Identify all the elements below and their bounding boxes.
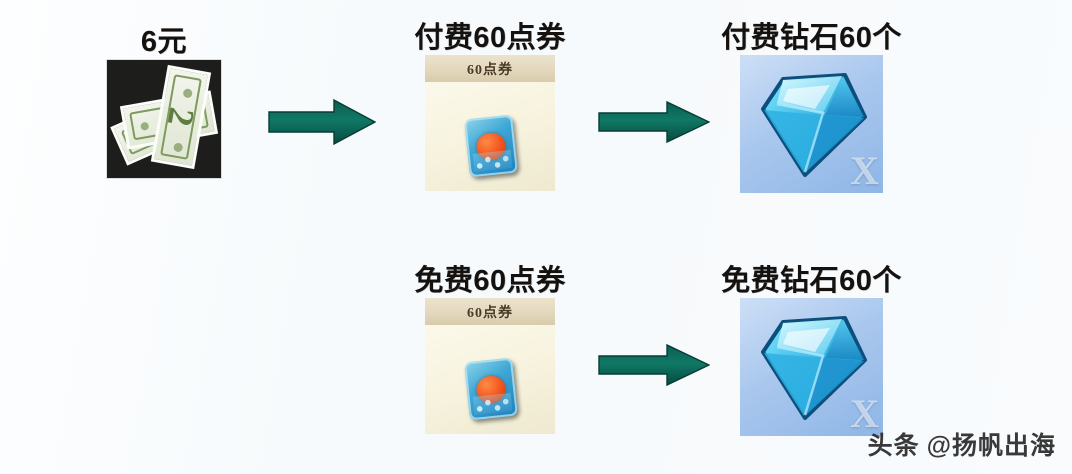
watermark-source: 头条	[867, 432, 920, 460]
arrow-paid-coupon-to-paid-diamond	[598, 100, 711, 144]
arrow-right-icon	[598, 100, 711, 144]
arrow-free-coupon-to-free-diamond	[598, 343, 711, 387]
node-free-coupon: 免费60点券 60点券	[414, 257, 565, 437]
diamond-icon: X	[740, 298, 883, 436]
coupon-decoration	[472, 149, 513, 172]
node-free-diamond-label: 免费钻石60个	[721, 265, 902, 297]
coupon-badge-text: 60点券	[467, 305, 513, 321]
coupon-badge-banner: 60点券	[425, 55, 555, 82]
banknote-seal	[182, 88, 193, 99]
diamond-gem-art	[761, 316, 867, 420]
arrow-right-icon	[268, 98, 377, 146]
arrow-money-to-paid-coupon	[268, 98, 377, 146]
node-free-diamond: 免费钻石60个 X	[721, 257, 901, 437]
arrow-right-icon	[598, 343, 711, 387]
page-watermark: 头条 @扬帆出海	[868, 426, 1056, 462]
node-paid-diamond: 付费钻石60个	[721, 14, 901, 194]
node-paid-coupon-label: 付费60点券	[414, 22, 566, 54]
banknote-seal	[140, 121, 150, 131]
diamond-watermark: X	[850, 391, 879, 436]
coupon-badge-banner: 60点券	[425, 298, 555, 325]
coupon-decoration	[472, 392, 513, 415]
node-paid-coupon: 付费60点券 60点券	[414, 14, 565, 194]
coupon-card-art	[464, 357, 518, 421]
banknote-denomination: 2	[159, 104, 203, 130]
node-free-coupon-label: 免费60点券	[414, 265, 566, 297]
coupon-card-art	[464, 114, 518, 178]
node-money: 6元 2 2	[107, 18, 221, 178]
diamond-icon: X	[740, 55, 883, 193]
coupon-card-icon: 60点券	[425, 298, 555, 434]
banknote-front: 2	[150, 64, 212, 170]
watermark-handle: @扬帆出海	[926, 432, 1056, 460]
node-paid-diamond-label: 付费钻石60个	[721, 22, 902, 54]
diamond-gem-art	[761, 73, 867, 177]
coupon-card-icon: 60点券	[425, 55, 555, 191]
node-money-label: 6元	[140, 26, 188, 58]
diamond-watermark: X	[850, 148, 879, 193]
banknotes-icon: 2 2	[107, 60, 221, 178]
coupon-badge-text: 60点券	[467, 62, 513, 78]
banknote-seal	[172, 142, 184, 153]
